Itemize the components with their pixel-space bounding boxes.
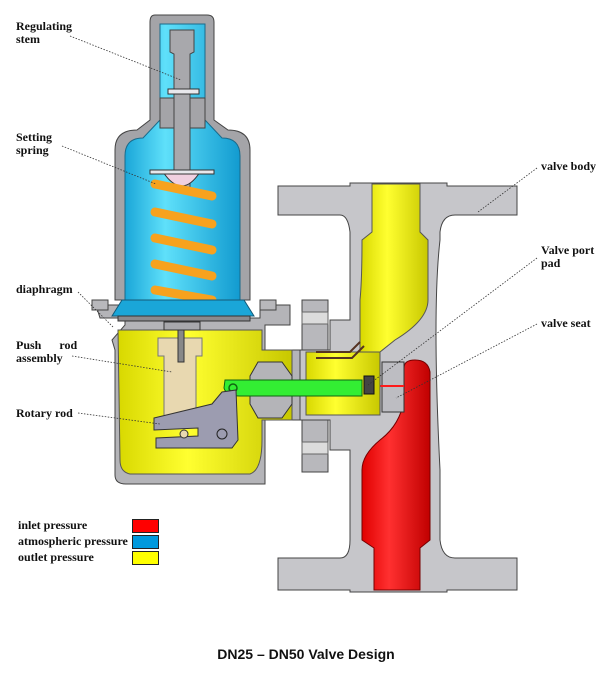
leader-setting-spring [61,145,157,185]
diaphragm-plate [117,315,251,322]
label-setting-spring: Setting spring [16,131,52,157]
label-regulating-stem: Regulating stem [16,20,72,46]
setting-spring-coils [150,179,217,305]
spring-seat-plate [149,169,215,175]
inlet-channel [361,359,431,591]
bolt-bottom [301,441,329,455]
legend-label-atmospheric: atmospheric pressure [18,534,128,548]
label-push-rod-assembly: Push rod assembly [16,339,77,365]
leader-regulating-stem [69,35,182,81]
rotary-rod-pin [179,429,189,439]
leader-valve-seat [395,323,538,399]
legend-swatch-atmospheric [132,535,159,549]
legend-label-outlet: outlet pressure [18,550,94,564]
label-setting-spring-line2: spring [16,143,49,157]
legend-item-atmospheric: atmospheric pressure [18,535,128,548]
push-rod-screw [177,329,185,363]
label-setting-spring-line1: Setting [16,130,52,144]
label-valve-port-pad: Valve port pad [541,244,594,270]
outlet-channel [359,183,429,353]
housing-bolt-left [91,299,109,311]
legend-label-inlet: inlet pressure [18,518,88,532]
guide-strips [316,341,365,359]
legend-item-inlet: inlet pressure [18,519,87,532]
stem-washer [167,88,200,95]
leader-push-rod [71,355,173,373]
leader-lines [61,35,538,425]
rotary-rod-pivot [216,428,228,440]
label-valve-seat: valve seat [541,316,591,330]
legend-swatch-outlet [132,551,159,565]
diagram-title: DN25 – DN50 Valve Design [217,646,395,662]
green-lever [223,379,363,397]
leader-valve-port-pad [367,257,538,386]
label-valve-port-pad-line1: Valve port [541,243,595,257]
diaphragm [111,299,255,317]
port-pad [363,375,375,395]
diaphragm-nut [163,321,201,331]
flange-clamp-top [301,299,329,351]
label-diaphragm: diaphragm [16,282,73,296]
regulating-stem [169,29,195,191]
legend-swatch-inlet [132,519,159,533]
housing-bolt-right [259,299,277,311]
label-regulating-stem-line1: Regulating [16,19,73,33]
label-push-rod-line1: Push rod [16,338,78,352]
leader-valve-body [477,167,538,213]
legend-item-outlet: outlet pressure [18,551,94,564]
label-push-rod-line2: assembly [16,351,63,365]
bolt-top [301,311,329,325]
label-regulating-stem-line2: stem [16,32,40,46]
label-valve-port-pad-line2: pad [541,256,561,270]
label-valve-body: valve body [541,159,597,173]
leader-diaphragm [77,291,115,329]
label-rotary-rod: Rotary rod [16,406,73,420]
